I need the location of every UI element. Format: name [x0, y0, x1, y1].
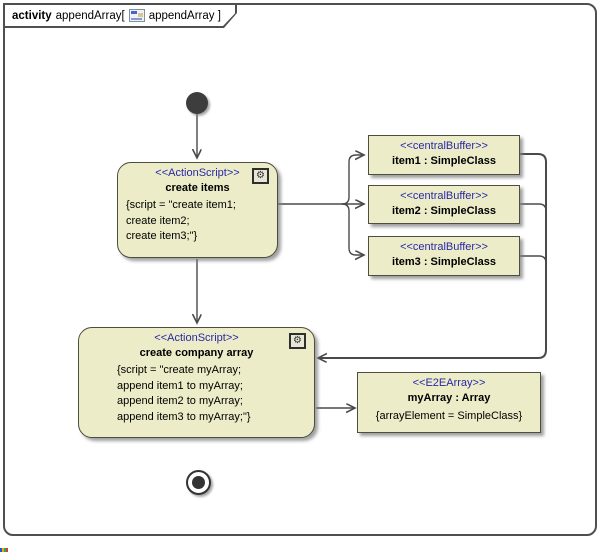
action-name: create items: [165, 182, 230, 194]
frame-title-tab: activity appendArray[ appendArray ]: [3, 3, 237, 28]
frame-diagram-name: appendArray ]: [148, 9, 221, 22]
frame-activity-name: appendArray[: [55, 9, 125, 22]
script-line: append item1 to myArray;: [117, 379, 243, 392]
buffer-name: item1 : SimpleClass: [392, 155, 496, 167]
script-line: {script = "create myArray;: [117, 364, 242, 376]
stereotype-label: <<centralBuffer>>: [400, 140, 488, 152]
action-node-create-items[interactable]: <<ActionScript>> create items {script = …: [117, 162, 278, 258]
final-node-dot: [192, 476, 205, 489]
gear-icon[interactable]: ⚙: [252, 168, 269, 184]
central-buffer-item3[interactable]: <<centralBuffer>> item3 : SimpleClass: [368, 236, 520, 276]
frame-title: activity appendArray[ appendArray ]: [5, 5, 235, 26]
action-name: create company array: [139, 347, 254, 359]
constraint-label: {arrayElement = SimpleClass}: [375, 410, 523, 422]
stereotype-label: <<centralBuffer>>: [400, 241, 488, 253]
gear-icon[interactable]: ⚙: [289, 333, 306, 349]
initial-node[interactable]: [186, 92, 208, 114]
stereotype-label: <<E2EArray>>: [412, 377, 486, 389]
buffer-name: item2 : SimpleClass: [392, 205, 496, 217]
action-node-create-company-array[interactable]: <<ActionScript>> create company array {s…: [78, 327, 315, 438]
stereotype-label: <<ActionScript>>: [155, 167, 240, 179]
frame-keyword: activity: [12, 9, 52, 22]
script-line: {script = "create item1;: [126, 199, 236, 211]
script-line: create item2;: [126, 214, 190, 227]
buffer-name: item3 : SimpleClass: [392, 256, 496, 268]
activity-diagram-icon: [129, 9, 145, 22]
stereotype-label: <<ActionScript>>: [154, 332, 239, 344]
activity-final-node[interactable]: [186, 470, 211, 495]
stereotype-label: <<centralBuffer>>: [400, 190, 488, 202]
script-line: append item3 to myArray;"}: [117, 410, 251, 423]
central-buffer-item2[interactable]: <<centralBuffer>> item2 : SimpleClass: [368, 185, 520, 224]
object-node-myarray[interactable]: <<E2EArray>> myArray : Array {arrayEleme…: [357, 372, 541, 433]
script-line: create item3;"}: [126, 230, 198, 242]
script-line: append item2 to myArray;: [117, 395, 243, 407]
object-name: myArray : Array: [407, 392, 491, 404]
central-buffer-item1[interactable]: <<centralBuffer>> item1 : SimpleClass: [368, 135, 520, 175]
corner-artifact: [0, 548, 8, 552]
